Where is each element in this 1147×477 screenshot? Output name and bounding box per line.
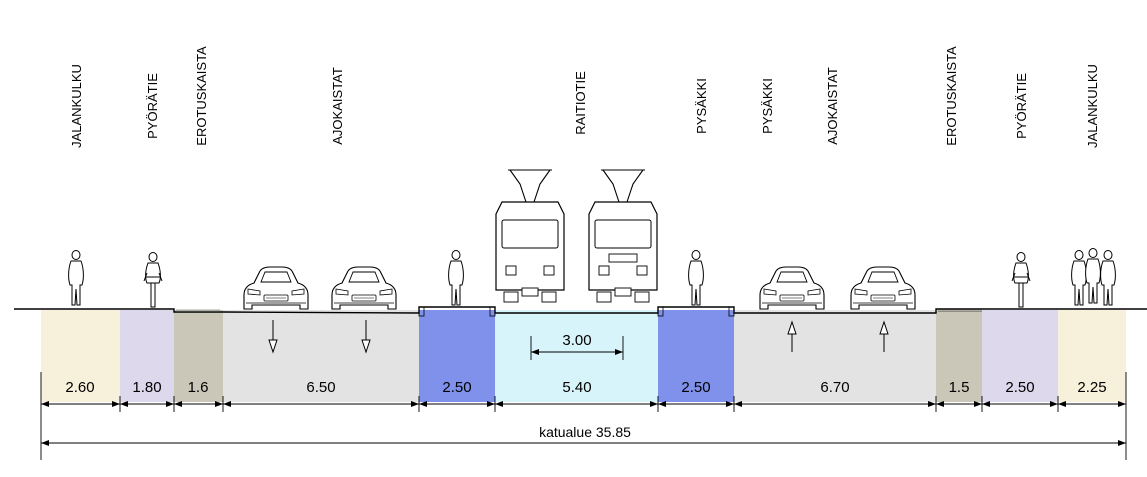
label-jalankulku-left: JALANKULKU (69, 64, 84, 148)
width-pyoratie-left: 1.80 (132, 379, 161, 396)
zone-fill-ajokaistat-left (223, 310, 419, 402)
zone-fill-erotuskaista-left (174, 310, 223, 402)
label-ajokaistat-left: AJOKAISTAT (330, 67, 345, 145)
width-raitiotie: 5.40 (562, 379, 591, 396)
pedestrian-group-icon (1071, 248, 1116, 306)
curb-left (418, 306, 425, 317)
width-pyoratie-right: 2.50 (1005, 379, 1034, 396)
lane-direction-arrows (268, 320, 889, 354)
width-erotuskaista-left: 1.6 (188, 379, 209, 396)
label-pyoratie-left: PYÖRÄTIE (145, 73, 160, 139)
zone-fill-platform-left (419, 310, 495, 402)
cyclist-icon (1011, 252, 1031, 308)
width-erotuskaista-right: 1.5 (949, 379, 970, 396)
separation-strip-hatch-left (176, 309, 220, 312)
label-erotuskaista-right: EROTUSKAISTA (944, 46, 959, 146)
pedestrian-icon (448, 250, 464, 306)
width-jalankulku-left: 2.60 (65, 379, 94, 396)
track-gauge-dimension: 3.00 (530, 332, 624, 360)
total-width-label: katualue 35.85 (539, 424, 631, 440)
width-jalankulku-right: 2.25 (1077, 379, 1106, 396)
curb-center-right (657, 306, 664, 317)
width-labels: 2.60 1.80 1.6 6.50 2.50 5.40 2.50 6.70 1… (65, 379, 1106, 396)
label-pyoratie-right: PYÖRÄTIE (1014, 73, 1029, 139)
width-dimension-chain (40, 372, 1127, 460)
zone-fill-pyoratie-left (120, 310, 174, 402)
width-ajokaistat-left: 6.50 (306, 379, 335, 396)
zone-fill-erotuskaista-right (936, 310, 982, 402)
label-jalankulku-right: JALANKULKU (1085, 64, 1100, 148)
car-icon (759, 266, 825, 310)
curb-center-left (489, 306, 496, 317)
curb-right (728, 306, 735, 317)
zone-fill-raitiotie (495, 310, 658, 402)
zone-labels: JALANKULKU PYÖRÄTIE EROTUSKAISTA AJOKAIS… (69, 46, 1100, 148)
total-width-dimension: katualue 35.85 (41, 424, 1126, 446)
zone-fill-pyoratie-right (982, 310, 1058, 402)
label-pysakki-left: PYSÄKKI (694, 78, 709, 134)
cyclist-icon (143, 252, 163, 308)
label-raitiotie: RAITIOTIE (573, 71, 588, 135)
separation-strip-hatch-right (938, 309, 982, 312)
track-gauge-label: 3.00 (562, 332, 591, 349)
tram-icon (495, 169, 565, 303)
label-erotuskaista-left: EROTUSKAISTA (194, 46, 209, 146)
width-platform-right: 2.50 (681, 379, 710, 396)
zone-fill-jalankulku-right (1058, 310, 1126, 402)
width-platform-left: 2.50 (442, 379, 471, 396)
pedestrian-icon (688, 250, 704, 306)
car-icon (243, 266, 309, 310)
zone-fill-ajokaistat-right (734, 310, 936, 402)
pedestrian-icon (68, 250, 84, 306)
car-icon (850, 266, 916, 310)
zone-fill-platform-right (658, 310, 734, 402)
car-icon (331, 266, 397, 310)
tram-icon (588, 169, 658, 303)
label-pysakki-right: PYSÄKKI (760, 78, 775, 134)
label-ajokaistat-right: AJOKAISTAT (825, 67, 840, 145)
zone-fill-jalankulku-left (41, 310, 120, 402)
width-ajokaistat-right: 6.70 (820, 379, 849, 396)
